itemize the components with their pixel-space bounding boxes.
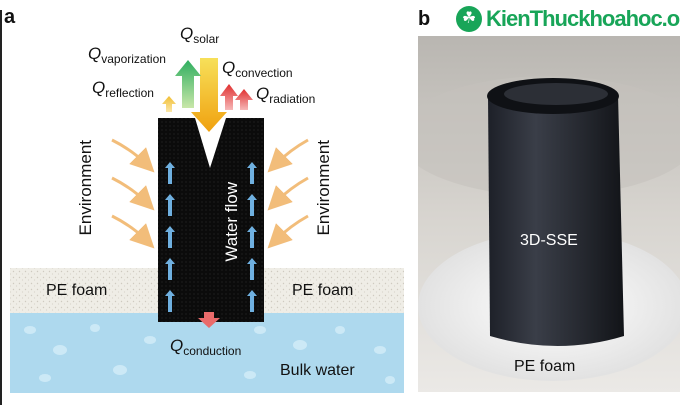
q-solar-label: Qsolar: [180, 24, 220, 46]
water-flow-arrow: [247, 290, 257, 312]
environment-arrows-right: [267, 138, 309, 249]
sse-cylinder: [488, 85, 624, 346]
water-flow-arrow: [165, 162, 175, 184]
water-flow-arrow: [247, 194, 257, 216]
panel-a: a Qsolar Qvaporization Qreflection Qconv…: [0, 6, 404, 405]
q-reflection-label: Qreflection: [92, 78, 154, 100]
q-vaporization-label: Qvaporization: [88, 44, 166, 66]
sse-cylinder-inner: [504, 83, 608, 105]
water-flow-arrow: [165, 194, 175, 216]
panel-b: b 3D-SSE PE foam: [410, 0, 680, 408]
water-flow-arrow: [165, 226, 175, 248]
panel-border: [0, 10, 2, 405]
water-flow-label: Water flow: [222, 182, 241, 262]
sse-label: 3D-SSE: [520, 232, 578, 249]
q-conduction-label: Qconduction: [170, 336, 242, 358]
q-convection-label: Qconvection: [222, 58, 293, 80]
water-flow-arrow: [165, 258, 175, 280]
environment-arrows-left: [111, 138, 155, 249]
bulk-water-label: Bulk water: [280, 362, 355, 379]
panel-a-diagram: [0, 10, 404, 405]
water-flow-arrow: [247, 226, 257, 248]
evaporator-body: [158, 118, 264, 322]
pe-foam-photo-label: PE foam: [514, 358, 576, 375]
water-flow-arrows: [165, 162, 257, 312]
conduction-arrow: [198, 312, 220, 328]
environment-right-label: Environment: [314, 140, 333, 236]
watermark-text: KienThuckhoahoc.org: [486, 6, 680, 31]
pe-foam-left-label: PE foam: [46, 282, 108, 299]
reflection-arrow: [162, 96, 176, 112]
solar-arrow: [191, 58, 227, 132]
q-radiation-label: Qradiation: [256, 84, 316, 106]
water-flow-arrow: [247, 258, 257, 280]
environment-left-label: Environment: [76, 140, 95, 236]
radiation-arrow: [235, 89, 253, 110]
water-flow-arrow: [165, 290, 175, 312]
water-flow-arrow: [247, 162, 257, 184]
water-droplets: [24, 324, 395, 384]
watermark-logo-icon: ☘: [456, 6, 482, 32]
panel-b-letter: b: [418, 8, 431, 30]
photo-3d-sse: [418, 36, 680, 392]
vaporization-arrow: [175, 60, 201, 108]
convection-arrow: [220, 84, 238, 110]
watermark: ☘ KienThuckhoahoc.org: [456, 6, 680, 32]
pe-foam-right-label: PE foam: [292, 282, 354, 299]
panel-a-letter: a: [4, 6, 16, 28]
